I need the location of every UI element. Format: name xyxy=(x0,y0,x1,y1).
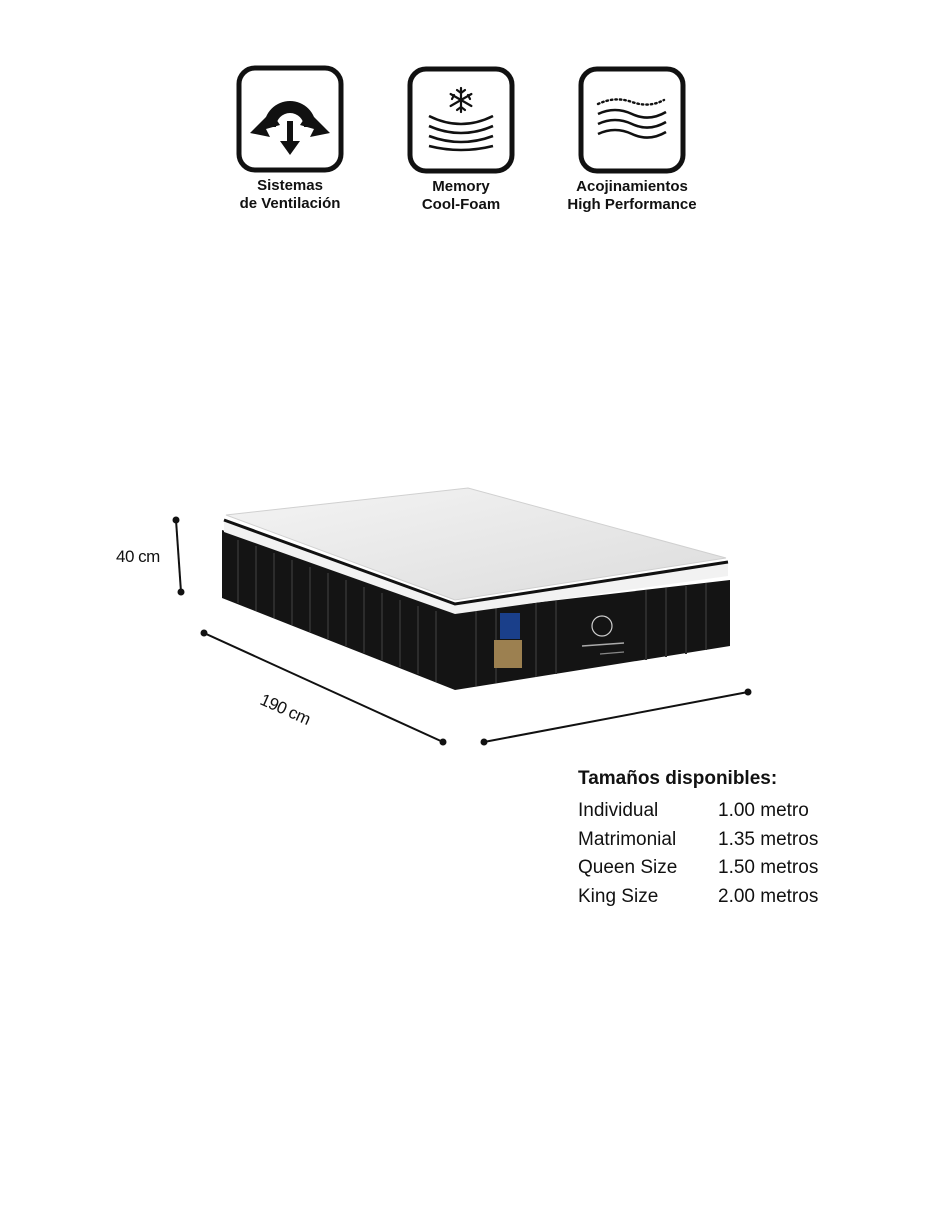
brand-tag xyxy=(500,613,520,639)
wavy-layers-icon xyxy=(578,66,686,174)
size-name: Queen Size xyxy=(578,857,678,878)
snowflake-foam-icon xyxy=(407,66,515,174)
size-row: Matrimonial 1.35 metros xyxy=(578,826,878,855)
size-row: Individual 1.00 metro xyxy=(578,797,878,826)
feature-caption-line: Cool-Foam xyxy=(421,196,501,213)
feature-caption: Sistemas de Ventilación xyxy=(190,177,390,213)
feature-caption: Memory Cool-Foam xyxy=(361,178,561,214)
brand-logo-icon xyxy=(591,615,613,637)
size-row: Queen Size 1.50 metros xyxy=(578,854,878,883)
feature-caption-line: de Ventilación xyxy=(239,195,341,212)
size-value: 1.00 metro xyxy=(718,800,809,821)
ventilation-arrows-icon xyxy=(236,65,344,173)
sizes-table: Tamaños disponibles: Individual 1.00 met… xyxy=(578,767,878,911)
size-value: 1.35 metros xyxy=(718,828,819,850)
size-name: King Size xyxy=(578,885,659,907)
size-value: 1.50 metros xyxy=(718,857,819,878)
length-dimension-line xyxy=(200,629,447,746)
width-dimension-line xyxy=(480,688,752,746)
size-name: Individual xyxy=(578,800,659,821)
size-value: 2.00 metros xyxy=(718,885,819,907)
brand-badge xyxy=(494,640,522,668)
size-name: Matrimonial xyxy=(578,828,677,850)
size-row: King Size 2.00 metros xyxy=(578,883,878,912)
sizes-title: Tamaños disponibles: xyxy=(578,768,778,789)
height-dimension-line xyxy=(172,516,185,596)
feature-caption-line: Sistemas xyxy=(257,177,323,194)
feature-caption: Acojinamientos High Performance xyxy=(532,178,732,214)
mattress-top xyxy=(225,487,727,601)
feature-caption-line: High Performance xyxy=(567,196,697,213)
feature-caption-line: Acojinamientos xyxy=(576,178,688,195)
feature-caption-line: Memory xyxy=(432,178,490,195)
height-label: 40 cm xyxy=(116,547,160,566)
